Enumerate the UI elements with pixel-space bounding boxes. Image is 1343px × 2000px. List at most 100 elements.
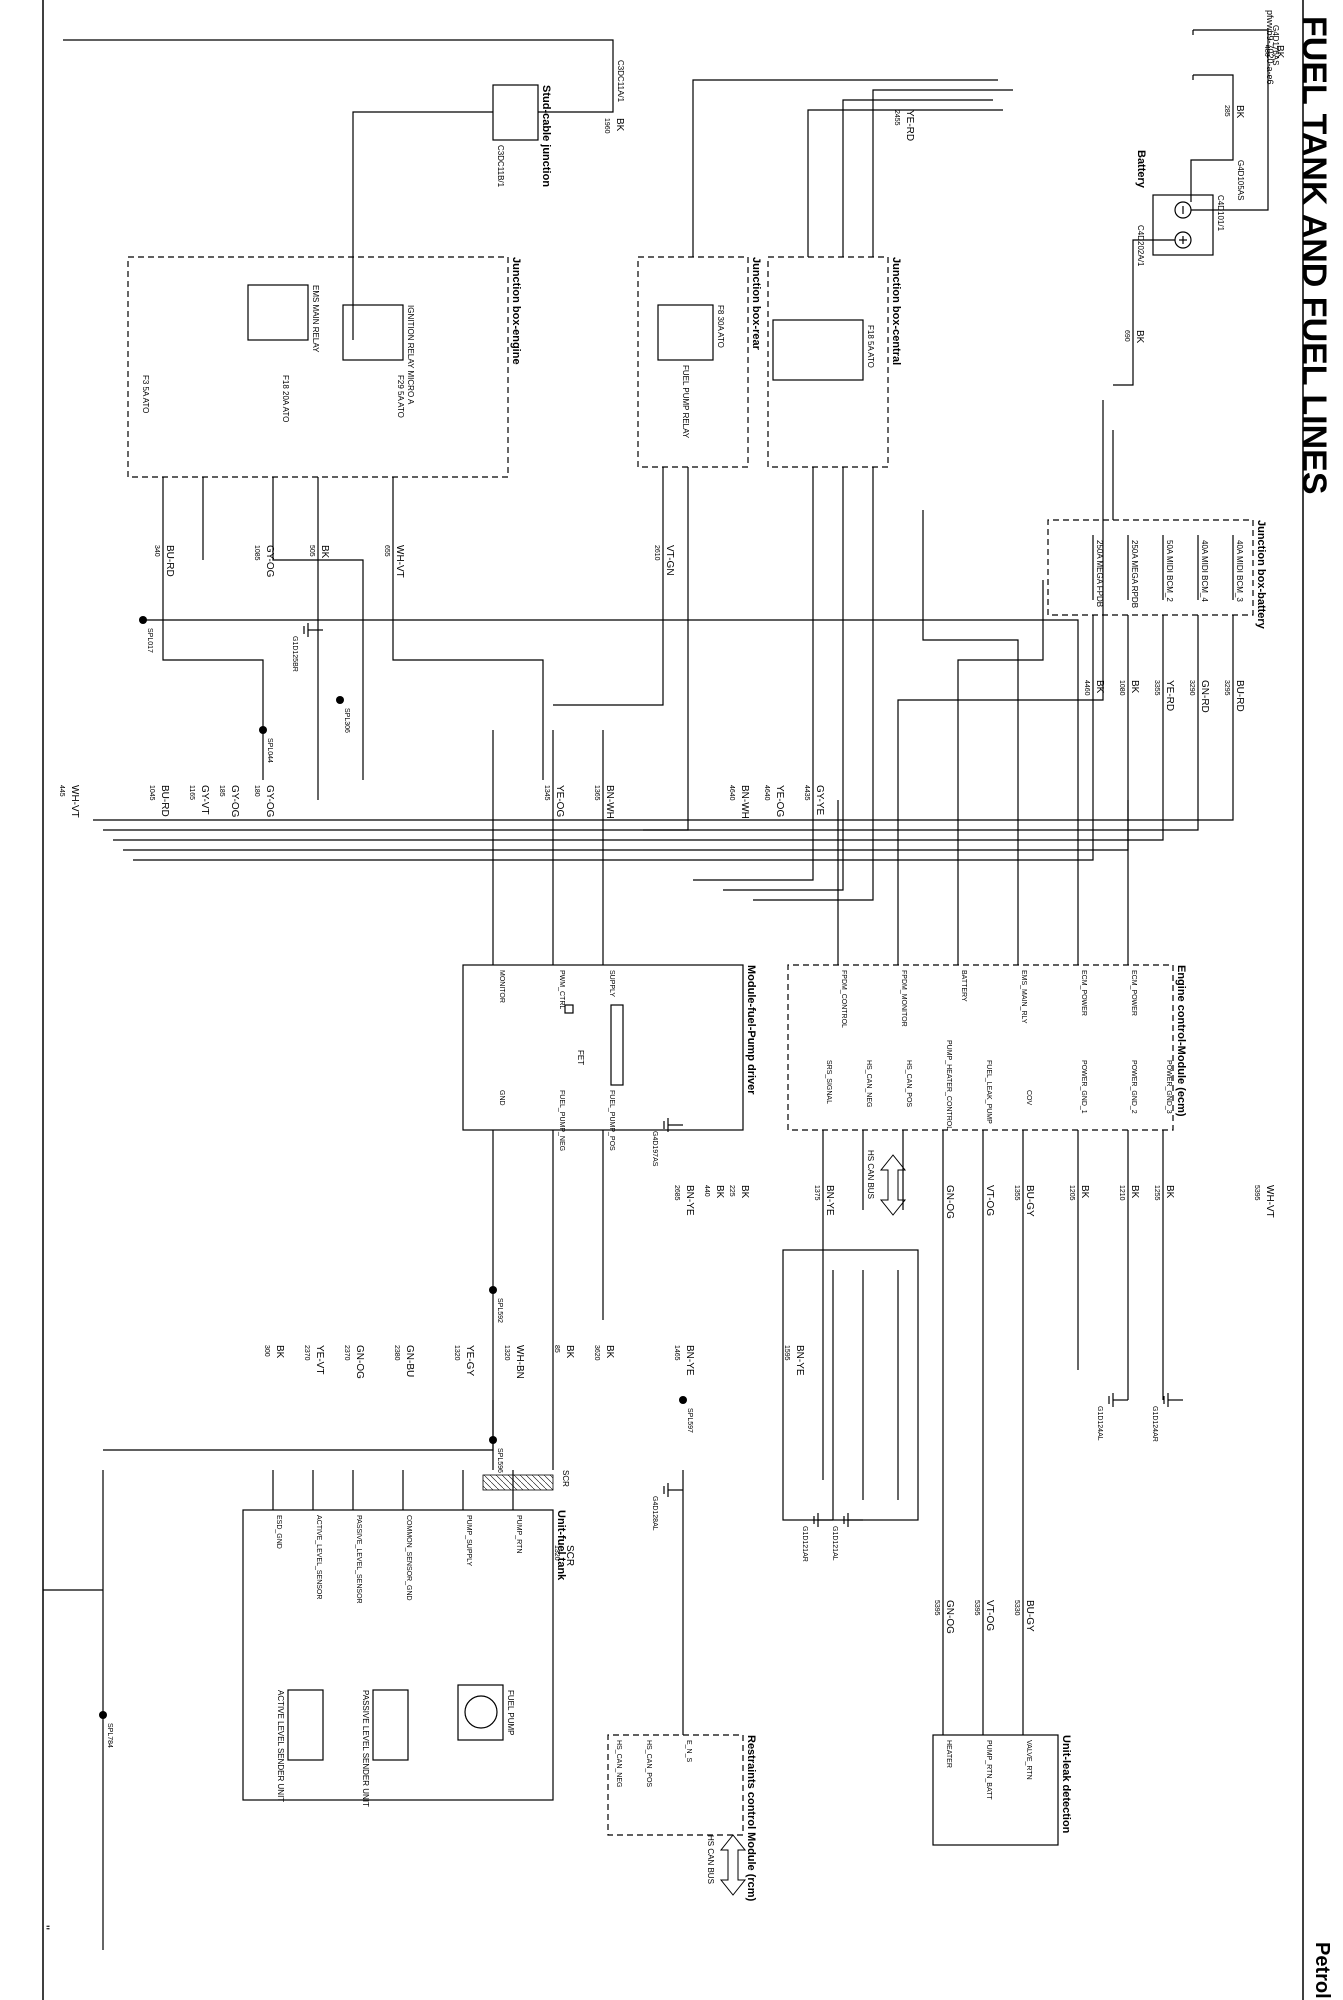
leak-pin-pump-rtn: PUMP_RTN_BATT	[985, 1740, 992, 1800]
wire-3355-color: YE-RD	[1164, 680, 1175, 711]
fuel-tank-box	[242, 1509, 554, 1801]
wire-1345-num: 1345	[543, 785, 550, 801]
leak-pin-valve-rtn: VALVE_RTN	[1025, 1740, 1032, 1780]
ground-symbol-g6	[813, 1513, 833, 1527]
wire-2685-num: 2685	[673, 1185, 680, 1201]
tank-pin-pump-supply: PUMP_SUPPLY	[465, 1515, 472, 1567]
label-jbr-fuse: F8 30A ATO	[716, 305, 725, 348]
label-batt-neg-conn: C4D101/1	[1216, 195, 1225, 232]
can-bus-arrow-ecm	[879, 1154, 907, 1216]
ecm-pin-leak-pump: FUEL_LEAK_PUMP	[985, 1060, 992, 1124]
ground-label-g2: G4D197AS	[651, 1131, 658, 1167]
splice-spl592	[489, 1286, 497, 1294]
ecm-pin-can-neg: HS_CAN_NEG	[865, 1060, 872, 1107]
jb-rear-title: Junction box-rear	[750, 257, 762, 351]
jb-rear-box	[637, 256, 749, 468]
fpdm-title: Module-fuel-Pump driver	[745, 965, 757, 1095]
label-jbc-fuse: F18 5A ATO	[866, 325, 875, 368]
wire-5330-num: 5330	[1013, 1600, 1020, 1616]
wire-2455-color: YE-RD	[904, 110, 915, 141]
label-batt-pos-conn: C4D202A/1	[1136, 225, 1145, 267]
wire-300-color: BK	[274, 1345, 285, 1359]
wire-1080-color: BK	[1129, 680, 1140, 694]
label-jbe-relay1: EMS MAIN RELAY	[311, 285, 320, 353]
wire-300-num: 300	[263, 1345, 270, 1357]
fpdm-pin-monitor: MONITOR	[498, 970, 505, 1003]
label-can-bus-rcm: HS CAN BUS	[706, 1835, 715, 1884]
wire-445-num: 445	[58, 785, 65, 797]
wire-3355-num: 3355	[1153, 680, 1160, 696]
passive-sender-unit	[372, 1689, 409, 1761]
label-passive: PASSIVE LEVEL SENDER UNIT	[361, 1690, 370, 1807]
wire-scr-color: SCR	[564, 1545, 575, 1566]
wire-180-color: GY-OG	[264, 785, 275, 818]
label-batt-ground-1: G4D176AS	[1271, 25, 1280, 65]
fpdm-pin-pwm: PWM_CTRL	[558, 970, 565, 1009]
fpdm-box	[462, 964, 744, 1131]
wire-1595-num: 1595	[783, 1345, 790, 1361]
wire-5330-color: BU-GY	[1024, 1600, 1035, 1632]
wire-5395-color: WH-VT	[1264, 1185, 1275, 1218]
ecm-pin-power-1: ECM_POWER	[1130, 970, 1137, 1016]
ecm-pin-cov: COV	[1025, 1090, 1032, 1106]
wire-1085-num: 1085	[253, 545, 260, 561]
wire-4435-num: 4435	[803, 785, 810, 801]
ground-label-g7: G1D121AL	[831, 1526, 838, 1561]
jb-battery-box	[1047, 519, 1254, 616]
wire-1345-color: YE-OG	[554, 785, 565, 817]
ecm-pin-srs: SRS_SIGNAL	[825, 1060, 832, 1104]
rcm-box	[607, 1734, 744, 1836]
wire-1465-num: 1465	[673, 1345, 680, 1361]
wire-1320-color: YE-GY	[464, 1345, 475, 1376]
wire-4460-num: 4460	[1083, 680, 1090, 696]
splice-label-spl597: SPL597	[686, 1408, 693, 1433]
ecm-box	[787, 964, 1174, 1131]
tank-pin-common-gnd: COMMON_SENSOR_GND	[405, 1515, 412, 1601]
fuel-pump-motor	[457, 1684, 504, 1741]
label-jbe-relay2: IGNITION RELAY MICRO A	[406, 305, 415, 405]
ecm-pin-gnd-3: POWER_GND_3	[1165, 1060, 1172, 1114]
ecm-pin-gnd-1: POWER_GND_1	[1080, 1060, 1087, 1114]
wire-2370b-num: 2370	[343, 1345, 350, 1361]
fpdm-pin-supply: SUPPLY	[608, 970, 615, 997]
wire-1595-color: BN-YE	[794, 1345, 805, 1376]
wire-225-color: BK	[739, 1185, 750, 1199]
battery-box	[1152, 194, 1214, 256]
leak-unit-box	[932, 1734, 1059, 1846]
wire-1320b-num: 1320	[503, 1345, 510, 1361]
label-jbe-fuse1: F18 20A ATO	[281, 375, 290, 422]
wire-225-num: 225	[728, 1185, 735, 1197]
wire-3620-num: 3620	[593, 1345, 600, 1361]
tank-pin-active: ACTIVE_LEVEL_SENSOR	[315, 1515, 322, 1599]
splice-label-spl596: SPL596	[496, 1448, 503, 1473]
wire-440-color: BK	[714, 1185, 725, 1199]
leak-title: Unit-leak detection	[1060, 1735, 1072, 1834]
wire-1355b-color: VT-OG	[984, 1185, 995, 1216]
ground-label-g6: G1D121AR	[801, 1526, 808, 1562]
ground-symbol-g3	[663, 1483, 683, 1497]
wire-2380-num: 2380	[393, 1345, 400, 1361]
rcm-title: Restraints control Module (rcm)	[745, 1735, 757, 1902]
wire-505-color: BK	[319, 545, 330, 559]
wire-1375-color: BN-YE	[824, 1185, 835, 1216]
wire-1320-num: 1320	[453, 1345, 460, 1361]
wire-1045-num: 1045	[148, 785, 155, 801]
splice-label-spl306: SPL306	[343, 708, 350, 733]
wire-1210-color: BK	[1129, 1185, 1140, 1199]
wire-85-color: BK	[564, 1345, 575, 1359]
fuel-pump-relay	[657, 304, 714, 361]
splice-spl596	[489, 1436, 497, 1444]
wire-4640-color: YE-OG	[774, 785, 785, 817]
wire-1355a-color: GN-OG	[944, 1185, 955, 1219]
wire-340-color: BU-RD	[164, 545, 175, 577]
wire-285-color: BK	[1234, 105, 1245, 119]
stud-junction-box	[492, 84, 539, 141]
wire-1375-num: 1375	[813, 1185, 820, 1201]
wire-5395a-num: 5395	[933, 1600, 940, 1616]
label-stud-in: C3DC11A/1	[616, 60, 625, 103]
label-fet: FET	[576, 1050, 585, 1065]
ecm-pin-fpdm-monitor: FPDM_MONITOR	[900, 970, 907, 1027]
wire-3295-num: 3295	[1223, 680, 1230, 696]
